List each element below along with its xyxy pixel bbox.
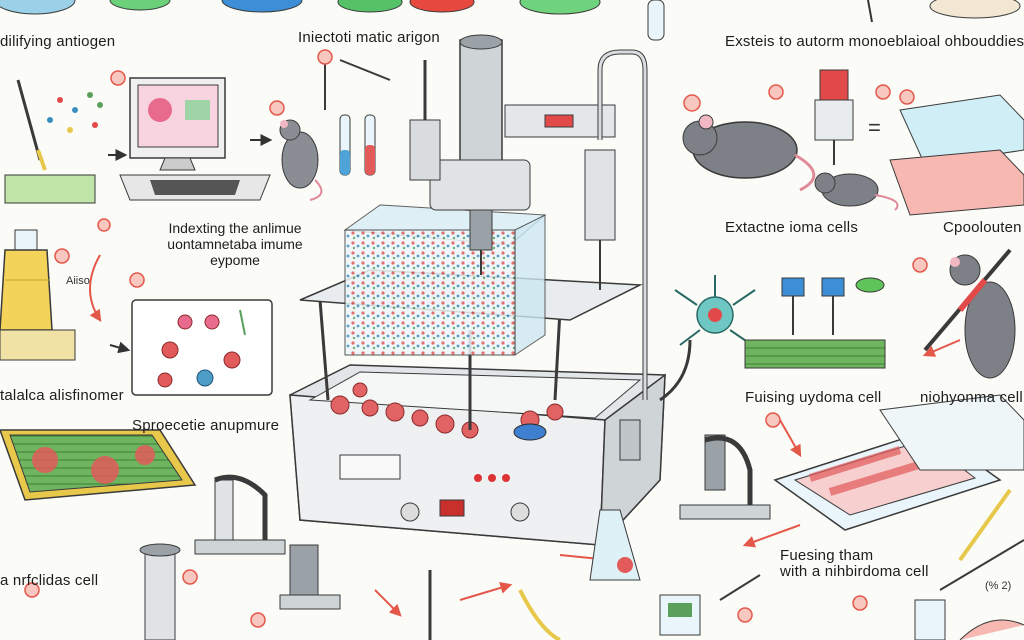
label-extracting-antibodies: Exsteis to autorm monoeblaioal ohbouddie… [725, 33, 1024, 50]
label-immune-response-line1: Indexting the anlimue [168, 220, 302, 236]
mouse-icon [814, 172, 899, 211]
step-marker-icon [317, 49, 333, 65]
label-spore-culture: Sproecetie anupmure [132, 417, 280, 434]
label-fusing-hybridoma-line1: Fuesing tham [780, 547, 874, 564]
step-marker-icon [110, 70, 126, 86]
step-marker-icon [683, 94, 701, 112]
fusion-trays [679, 394, 1024, 640]
cell-extraction-station [674, 248, 1016, 379]
flask-icon [0, 229, 76, 361]
microscope-icon [679, 434, 771, 520]
antigen-molecules [47, 92, 103, 133]
cell-sample-panel [89, 254, 273, 396]
label-fusing-myeloma: Fuising uydoma cell [745, 389, 882, 406]
svg-text:=: = [868, 115, 881, 140]
label-injecting-antigen: Iniectoti matic arigon [298, 29, 440, 46]
step-marker-icon [54, 248, 70, 264]
dendritic-cell-icon [674, 275, 756, 346]
step-marker-icon [182, 569, 198, 585]
step-marker-icon [912, 257, 928, 273]
label-extract-cells: Extactne ioma cells [725, 219, 859, 236]
mouse-icon [949, 254, 1016, 379]
step-marker-icon [899, 89, 915, 105]
step-marker-icon [129, 272, 145, 288]
step-marker-icon [768, 84, 784, 100]
syringe-icon [923, 248, 1012, 352]
step-marker-icon [24, 582, 40, 598]
culture-tray-icon [889, 94, 1024, 216]
automated-microscope-machine [289, 34, 692, 548]
step-marker-icon [875, 84, 891, 100]
label-cpoolouten: Cpoolouten [943, 219, 1022, 236]
top-dish-row [0, 0, 1021, 41]
label-myeloma-right: niohyonma cell [920, 389, 1023, 406]
label-myeloma-left: a nrfclidas cell [0, 572, 99, 589]
label-hybridoma-left: talalca alisfinomer [0, 387, 124, 404]
mouse-group-right: = [682, 69, 1024, 216]
label-fusing-hybridoma-line2: with a nihbirdoma cell [780, 563, 929, 580]
step-marker-icon [250, 612, 266, 628]
mouse-icon [682, 114, 816, 192]
antigen-identification [4, 79, 103, 204]
step-markers [24, 49, 928, 628]
computer-workstation [108, 77, 323, 201]
step-marker-icon [269, 100, 285, 116]
label-fusing-hybridoma: Fuesing tham with a nihbirdoma cell [780, 548, 929, 580]
label-immune-response-line2: uontamnetaba imume [167, 236, 303, 252]
label-identifying-antigen: dilifying antiogen [0, 33, 116, 50]
mouse-icon [279, 119, 323, 201]
label-flask: Aiiso [66, 275, 90, 287]
step-marker-icon [765, 412, 781, 428]
label-immune-response-line3: eypome [210, 252, 260, 268]
test-tube-rack [324, 59, 391, 176]
step-marker-icon [737, 607, 753, 623]
vial-icon [914, 599, 946, 640]
step-marker-icon [852, 595, 868, 611]
flask-icon [589, 509, 641, 581]
culture-tray-icon [0, 429, 197, 501]
step-marker-icon [97, 218, 111, 232]
label-immune-response: Indexting the anlimue uontamnetaba imume… [150, 220, 320, 268]
cell-cluster-group [330, 382, 564, 441]
microscope-icon [139, 474, 341, 640]
syringe-icon [814, 69, 854, 165]
pipette-icon [781, 277, 885, 335]
bottom-tools [374, 509, 761, 640]
label-vial: (% 2) [985, 580, 1012, 592]
